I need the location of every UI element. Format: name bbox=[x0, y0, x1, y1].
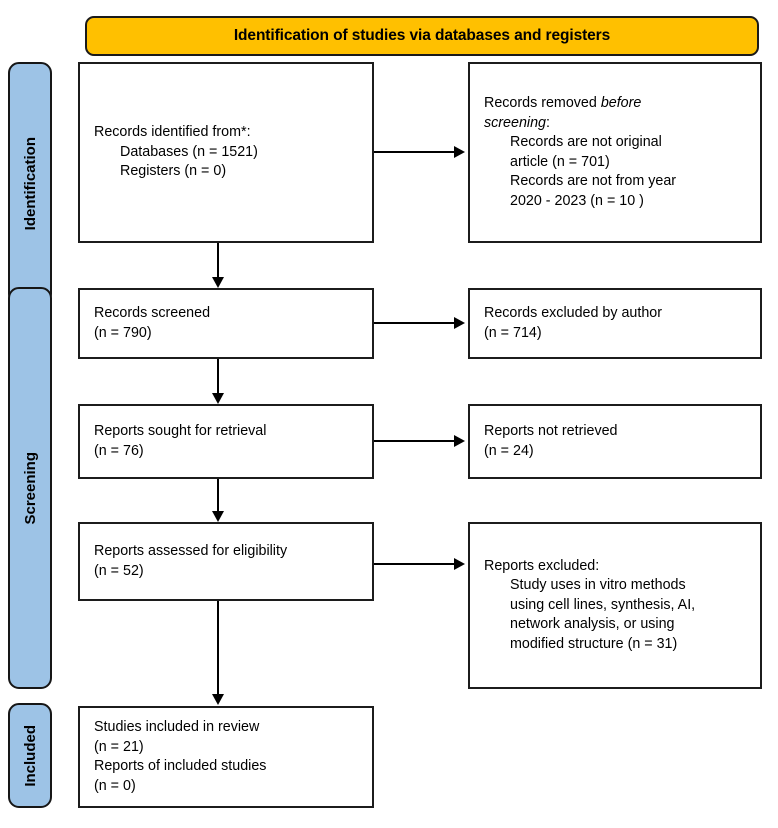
identification-banner: Identification of studies via databases … bbox=[85, 16, 759, 56]
records-removed-line-2-colon: : bbox=[546, 114, 550, 131]
connector-screened-to-excluded bbox=[374, 322, 454, 324]
connector-sought-to-assessed bbox=[217, 479, 219, 511]
arrowhead-assessed-to-included bbox=[211, 694, 224, 705]
arrowhead-screened-to-sought bbox=[211, 393, 224, 404]
stage-label-identification: Identification bbox=[8, 62, 52, 305]
records-removed-line-4: article (n = 701) bbox=[510, 153, 610, 170]
studies-included-line-3: Reports of included studies bbox=[94, 758, 267, 774]
box-studies-included: Studies included in review (n = 21) Repo… bbox=[78, 706, 374, 808]
arrowhead-identified-to-removed bbox=[454, 146, 465, 158]
records-removed-line-2: screening: bbox=[484, 114, 750, 134]
box-reports-sought: Reports sought for retrieval (n = 76) bbox=[78, 404, 374, 479]
records-screened-line-2: (n = 790) bbox=[94, 324, 152, 341]
records-identified-line-2: Databases (n = 1521) bbox=[120, 143, 258, 160]
box-records-excluded-by-author: Records excluded by author (n = 714) bbox=[468, 288, 762, 359]
reports-assessed-line-2: (n = 52) bbox=[94, 562, 144, 579]
records-identified-line-1: Records identified from*: bbox=[94, 124, 251, 141]
reports-excluded-line-4: network analysis, or using bbox=[510, 616, 675, 633]
stage-label-screening-text: Screening bbox=[21, 451, 39, 525]
reports-sought-line-2: (n = 76) bbox=[94, 442, 144, 459]
records-screened-line-1: Records screened bbox=[94, 305, 211, 321]
records-excluded-line-1: Records excluded by author bbox=[484, 305, 663, 321]
studies-included-line-2: (n = 21) bbox=[94, 738, 144, 755]
connector-assessed-to-excluded bbox=[374, 563, 454, 565]
banner-title: Identification of studies via databases … bbox=[233, 27, 611, 45]
records-excluded-line-2: (n = 714) bbox=[484, 324, 542, 341]
box-reports-excluded: Reports excluded: Study uses in vitro me… bbox=[468, 522, 762, 689]
arrowhead-sought-to-not-retrieved bbox=[454, 435, 465, 447]
studies-included-line-1: Studies included in review bbox=[94, 719, 260, 735]
stage-label-screening: Screening bbox=[8, 287, 52, 689]
arrowhead-assessed-to-excluded bbox=[454, 558, 465, 570]
reports-excluded-line-2: Study uses in vitro methods bbox=[510, 577, 686, 594]
records-removed-line-3: Records are not original bbox=[510, 134, 662, 150]
box-reports-not-retrieved: Reports not retrieved (n = 24) bbox=[468, 404, 762, 479]
stage-label-included: Included bbox=[8, 703, 52, 808]
box-records-identified: Records identified from*: Databases (n =… bbox=[78, 62, 374, 243]
connector-sought-to-not-retrieved bbox=[374, 440, 454, 442]
box-reports-assessed: Reports assessed for eligibility (n = 52… bbox=[78, 522, 374, 601]
stage-label-included-text: Included bbox=[21, 724, 39, 787]
records-removed-line-1-text: Records removed bbox=[484, 95, 601, 111]
records-identified-line-3: Registers (n = 0) bbox=[120, 163, 227, 180]
arrowhead-sought-to-assessed bbox=[211, 511, 224, 522]
reports-sought-line-1: Reports sought for retrieval bbox=[94, 423, 267, 439]
arrowhead-identified-to-screened bbox=[211, 277, 224, 288]
reports-excluded-line-1: Reports excluded: bbox=[484, 557, 600, 574]
records-removed-line-2-emph: screening bbox=[484, 114, 546, 131]
box-records-removed: Records removed before screening: Record… bbox=[468, 62, 762, 243]
reports-assessed-line-1: Reports assessed for eligibility bbox=[94, 543, 288, 559]
reports-not-retrieved-line-2: (n = 24) bbox=[484, 442, 534, 459]
records-removed-line-1: Records removed before bbox=[484, 94, 750, 114]
records-removed-line-1-emph: before bbox=[600, 95, 642, 111]
studies-included-line-4: (n = 0) bbox=[94, 777, 136, 794]
reports-not-retrieved-line-1: Reports not retrieved bbox=[484, 423, 618, 439]
connector-identified-to-removed bbox=[374, 151, 454, 153]
reports-excluded-line-3: using cell lines, synthesis, AI, bbox=[510, 596, 696, 613]
connector-assessed-to-included bbox=[217, 601, 219, 694]
connector-screened-to-sought bbox=[217, 359, 219, 393]
reports-excluded-line-5: modified structure (n = 31) bbox=[510, 635, 678, 652]
connector-identified-to-screened bbox=[217, 243, 219, 277]
box-records-screened: Records screened (n = 790) bbox=[78, 288, 374, 359]
stage-label-identification-text: Identification bbox=[21, 136, 39, 231]
records-removed-line-6: 2020 - 2023 (n = 10 ) bbox=[510, 192, 644, 209]
records-removed-line-5: Records are not from year bbox=[510, 173, 677, 189]
arrowhead-screened-to-excluded bbox=[454, 317, 465, 329]
